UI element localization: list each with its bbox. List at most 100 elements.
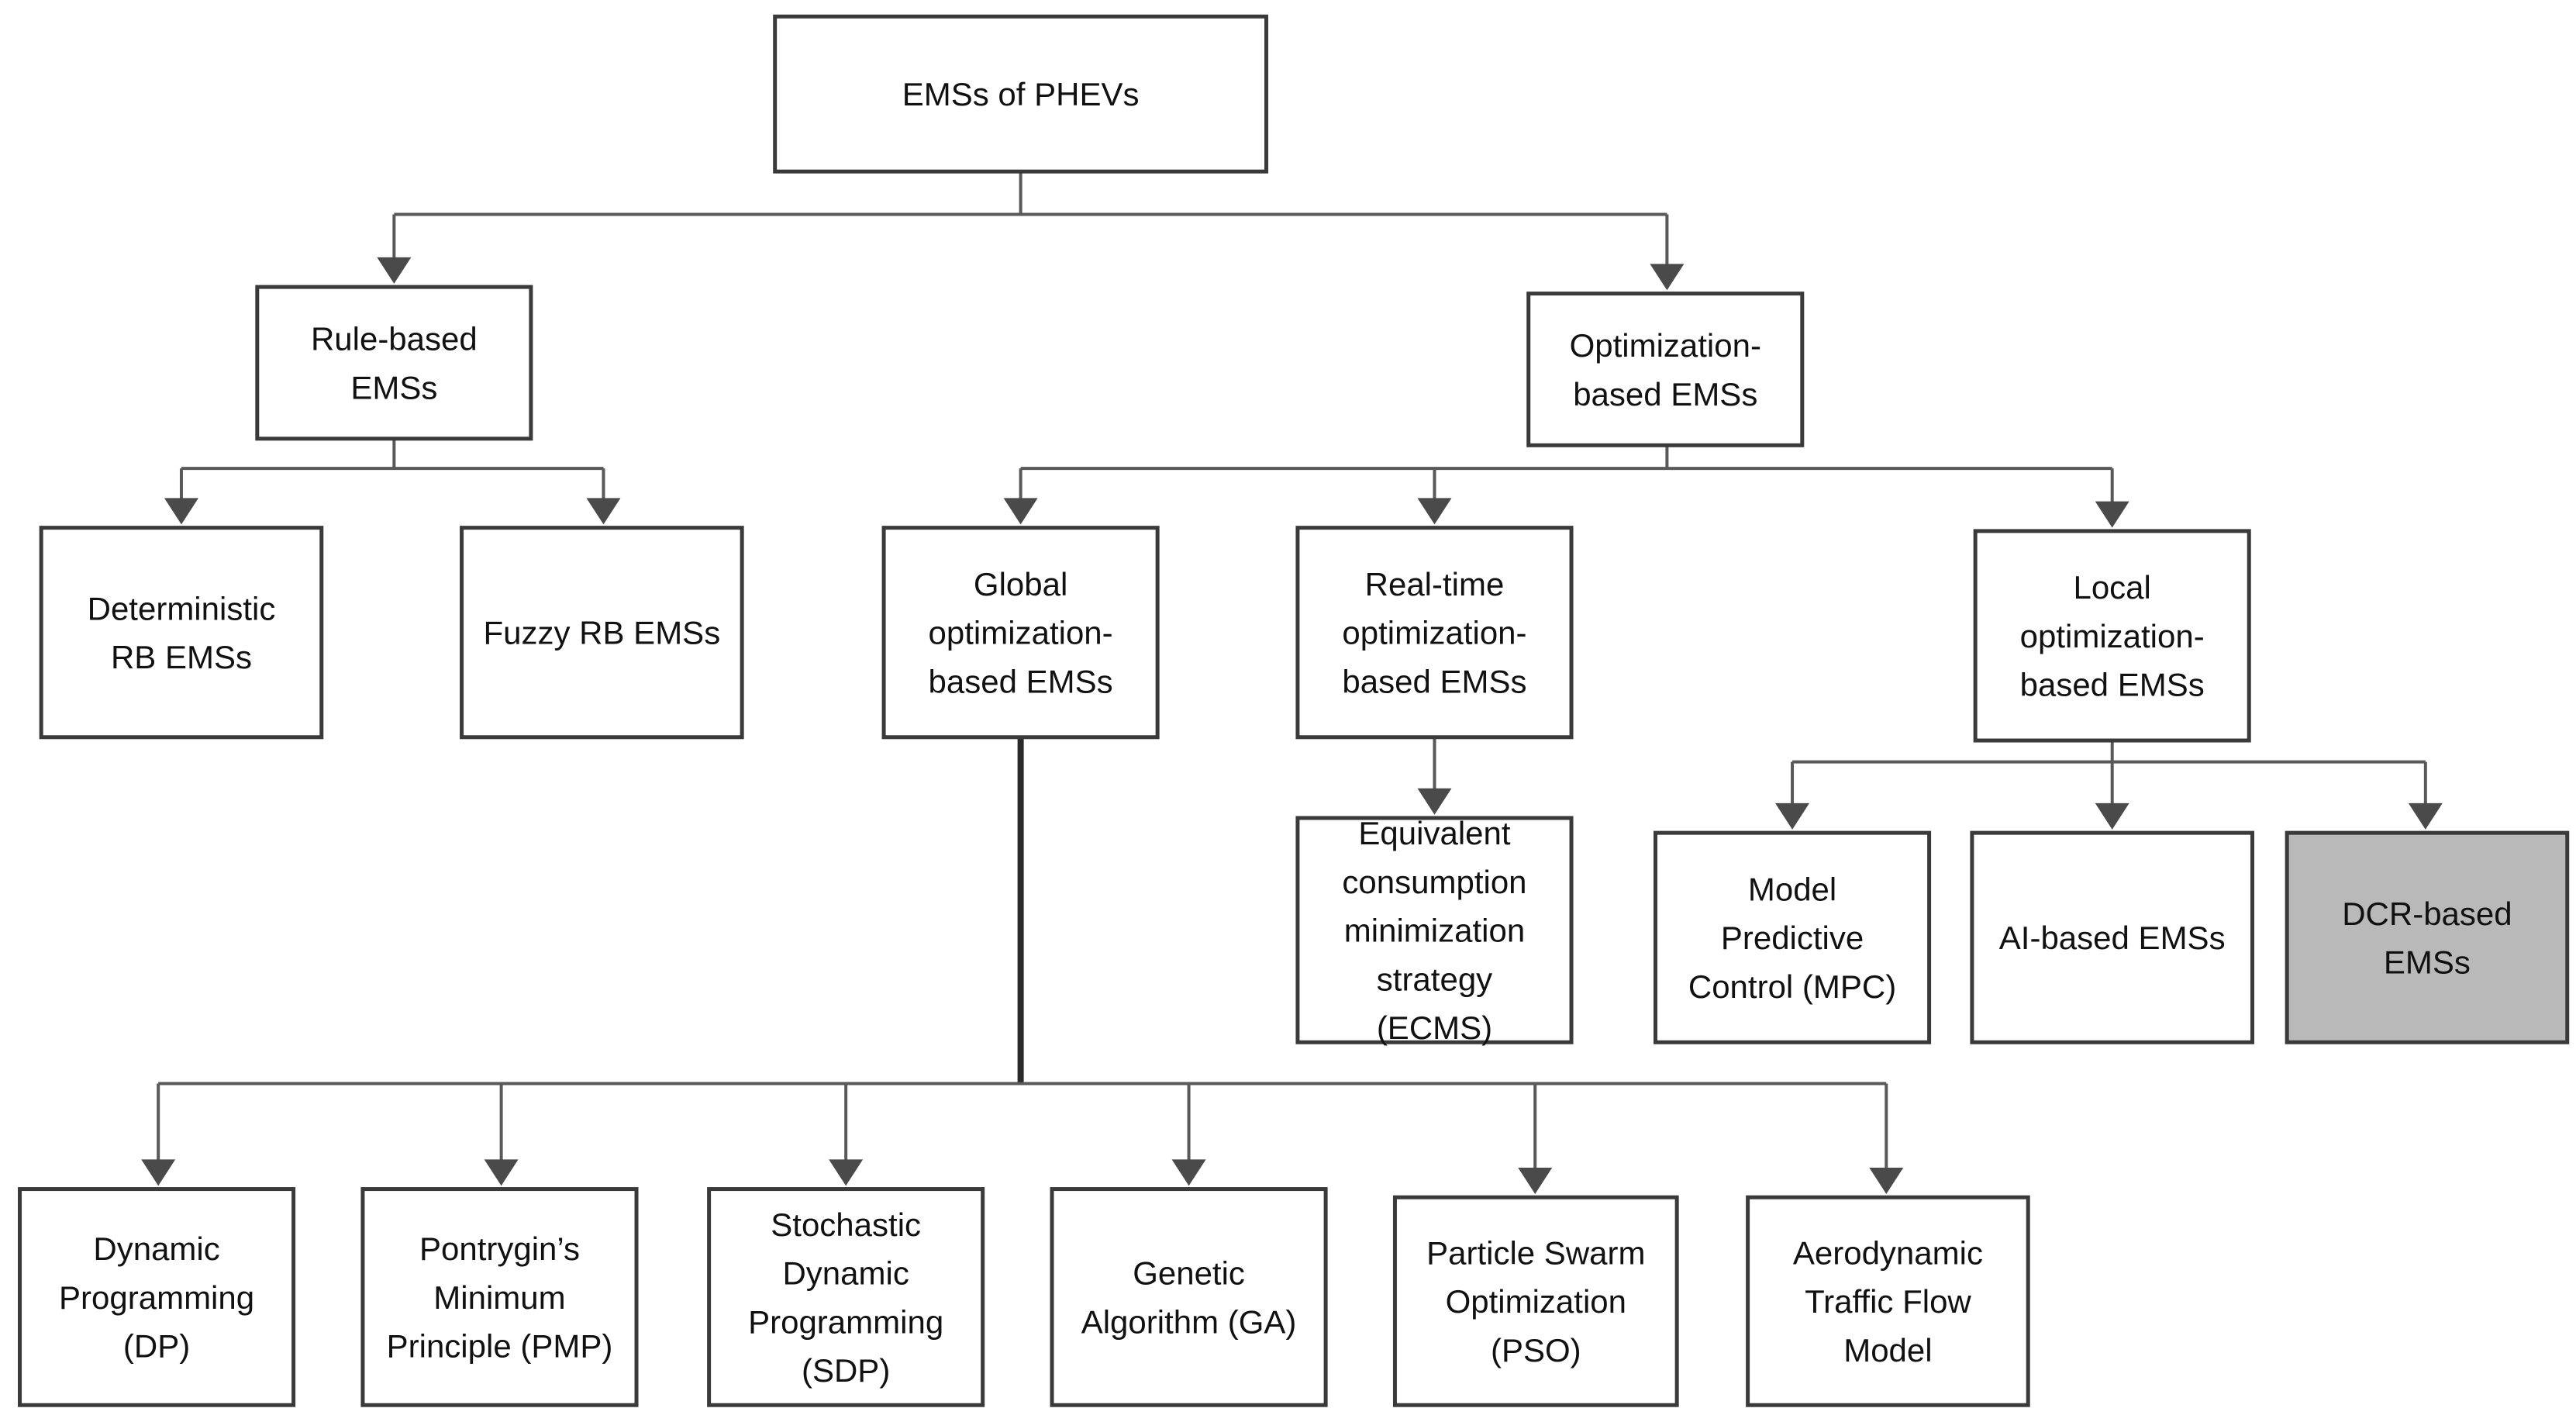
node-label-line: DCR-based bbox=[2342, 896, 2512, 932]
node-label-line: Dynamic bbox=[782, 1255, 909, 1292]
node-label-line: Real-time bbox=[1365, 566, 1505, 602]
arrowhead bbox=[1869, 1167, 1904, 1194]
node-label-line: Control (MPC) bbox=[1688, 968, 1896, 1005]
node-label-line: based EMSs bbox=[1573, 376, 1757, 412]
arrowhead bbox=[1003, 498, 1038, 525]
node-label-line: (DP) bbox=[123, 1328, 190, 1365]
node-label-line: strategy bbox=[1377, 961, 1492, 997]
node-box bbox=[460, 526, 744, 740]
node-label-line: Model bbox=[1843, 1332, 1932, 1369]
node-label-line: Dynamic bbox=[93, 1230, 219, 1267]
node-label-line: Programming bbox=[748, 1303, 943, 1340]
node-label-line: Stochastic bbox=[771, 1206, 921, 1243]
node-label-line: AI-based EMSs bbox=[1999, 920, 2226, 956]
node-root: EMSs of PHEVs bbox=[773, 14, 1269, 174]
node-realtime-opt: Real-time optimization-based EMSs bbox=[1295, 526, 1574, 740]
node-label-line: Pontrygin’s bbox=[419, 1230, 580, 1267]
node-box bbox=[2285, 830, 2570, 1044]
arrowhead bbox=[2408, 802, 2443, 830]
node-optimization-based: Optimization-based EMSs bbox=[1526, 292, 1805, 447]
node-label-line: Algorithm (GA) bbox=[1081, 1303, 1297, 1340]
node-box bbox=[1970, 830, 2254, 1044]
arrowhead bbox=[2095, 501, 2129, 528]
node-label-line: Local bbox=[2073, 569, 2150, 606]
node-box bbox=[255, 285, 533, 441]
node-label-line: based EMSs bbox=[1342, 663, 1526, 699]
node-label-line: Model bbox=[1748, 871, 1836, 907]
node-label-line: RB EMSs bbox=[111, 639, 252, 675]
node-box bbox=[360, 1187, 639, 1407]
node-label-line: EMSs bbox=[350, 369, 437, 406]
arrowhead bbox=[1518, 1167, 1553, 1194]
node-label-line: optimization- bbox=[2020, 618, 2205, 654]
node-label-line: Traffic Flow bbox=[1805, 1283, 1971, 1320]
node-box bbox=[1526, 292, 1805, 447]
node-label-line: based EMSs bbox=[929, 663, 1113, 699]
node-local-opt: Local optimization-based EMSs bbox=[1973, 529, 2251, 743]
arrowhead bbox=[1775, 802, 1810, 830]
node-box bbox=[39, 526, 324, 740]
node-label-line: Principle (PMP) bbox=[387, 1328, 613, 1365]
node-fuzzy-rb: Fuzzy RB EMSs bbox=[460, 526, 744, 740]
node-box bbox=[1746, 1195, 2030, 1407]
arrowhead bbox=[141, 1159, 176, 1186]
node-label-line: Minimum bbox=[433, 1279, 565, 1316]
node-label-line: optimization- bbox=[1342, 615, 1526, 651]
node-label-line: EMSs of PHEVs bbox=[902, 76, 1140, 112]
node-label-line: consumption bbox=[1342, 864, 1526, 900]
arrowhead bbox=[1650, 264, 1685, 291]
arrowhead bbox=[377, 257, 412, 284]
arrowhead bbox=[1417, 788, 1452, 815]
node-label-line: Aerodynamic bbox=[1793, 1234, 1983, 1271]
node-ai-based: AI-based EMSs bbox=[1970, 830, 2254, 1044]
node-label-line: optimization- bbox=[929, 615, 1113, 651]
node-label-line: Programming bbox=[59, 1279, 254, 1316]
node-label-line: Equivalent bbox=[1358, 815, 1510, 851]
arrowhead bbox=[2095, 802, 2129, 830]
node-box bbox=[707, 1187, 985, 1407]
node-label-line: (SDP) bbox=[802, 1352, 890, 1389]
node-label-line: (ECMS) bbox=[1377, 1010, 1492, 1046]
node-label-line: Optimization bbox=[1446, 1283, 1626, 1320]
node-label-line: Particle Swarm bbox=[1426, 1234, 1645, 1271]
node-label-line: (PSO) bbox=[1491, 1332, 1581, 1369]
arrowhead bbox=[1417, 498, 1452, 525]
arrowhead bbox=[829, 1159, 864, 1186]
node-deterministic-rb: Deterministic RB EMSs bbox=[39, 526, 324, 740]
node-box bbox=[881, 526, 1160, 740]
node-box bbox=[1392, 1195, 1679, 1407]
node-box bbox=[18, 1187, 296, 1407]
arrowhead bbox=[484, 1159, 519, 1186]
node-box bbox=[773, 14, 1269, 174]
node-label-line: Optimization- bbox=[1570, 327, 1761, 364]
node-global-opt: Global optimization-based EMSs bbox=[881, 526, 1160, 740]
node-label-line: Genetic bbox=[1133, 1255, 1245, 1292]
node-box bbox=[1295, 526, 1574, 740]
node-label-line: Fuzzy RB EMSs bbox=[483, 615, 720, 651]
node-label-line: Rule-based bbox=[311, 321, 478, 357]
arrowhead bbox=[164, 498, 198, 525]
node-label-line: EMSs bbox=[2384, 944, 2471, 981]
arrowhead bbox=[1171, 1159, 1206, 1186]
node-label-line: Predictive bbox=[1721, 920, 1864, 956]
arrowhead bbox=[586, 498, 621, 525]
node-label-line: based EMSs bbox=[2020, 667, 2205, 703]
node-label-line: Deterministic bbox=[88, 590, 276, 626]
node-box bbox=[1295, 816, 1574, 1044]
node-label-line: Global bbox=[974, 566, 1067, 602]
node-box bbox=[1654, 830, 1932, 1044]
node-box bbox=[1973, 529, 2251, 743]
connector-lines bbox=[141, 171, 2443, 1194]
node-box bbox=[1050, 1187, 1328, 1407]
node-label-line: minimization bbox=[1344, 913, 1525, 949]
